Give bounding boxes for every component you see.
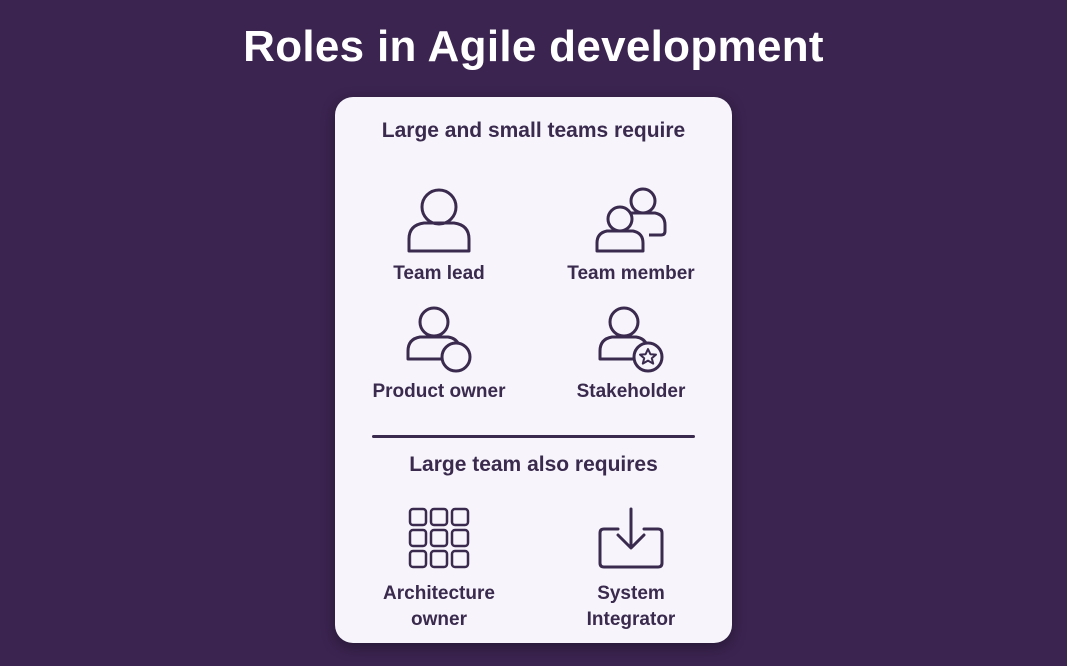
role-label: Team lead: [393, 263, 485, 284]
section-heading-all-teams: Large and small teams require: [381, 119, 686, 142]
role-label: Team member: [567, 263, 695, 284]
role-system-integrator: System Integrator: [541, 507, 721, 633]
section-divider: [372, 435, 695, 438]
role-product-owner: Product owner: [349, 305, 529, 405]
role-label: Product owner: [372, 381, 506, 402]
section-heading-large-team: Large team also requires: [409, 453, 658, 476]
grid-icon: [408, 507, 470, 569]
role-architecture-owner: Architecture owner: [349, 507, 529, 633]
download-tray-icon: [598, 507, 664, 569]
roles-card: Large and small teams require Team lead …: [335, 97, 732, 643]
page-title: Roles in Agile development: [243, 22, 824, 71]
people-icon: [595, 187, 667, 253]
role-label: Stakeholder: [576, 381, 686, 402]
role-label-line2: Integrator: [586, 609, 676, 630]
role-label-line1: Architecture: [383, 583, 495, 604]
person-icon: [407, 188, 471, 253]
role-team-lead: Team lead: [349, 187, 529, 287]
role-team-member: Team member: [541, 187, 721, 287]
person-with-circle-icon: [406, 306, 472, 373]
role-label-line2: owner: [411, 609, 467, 630]
person-with-star-icon: [598, 306, 664, 373]
role-label-line1: System: [597, 583, 665, 604]
role-stakeholder: Stakeholder: [541, 305, 721, 405]
